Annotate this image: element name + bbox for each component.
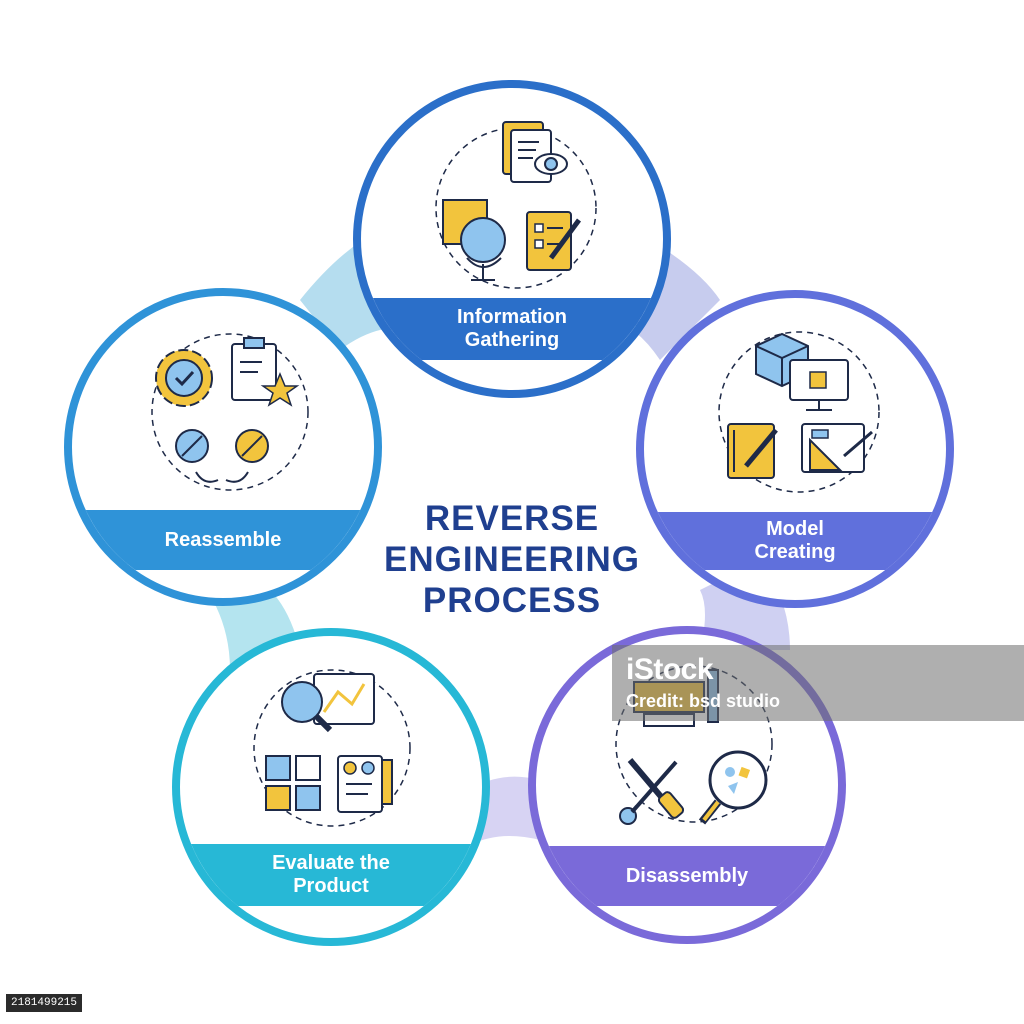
step-label: Gathering — [464, 329, 560, 351]
title-line: ENGINEERING — [383, 540, 641, 579]
search-graph-icon — [281, 673, 375, 733]
watermark: iStock Credit: bsd studio — [612, 645, 1024, 721]
step-circle-information-gathering: Information Gathering — [353, 80, 671, 398]
watermark-logo: iStock — [626, 653, 714, 686]
title-line: PROCESS — [422, 581, 602, 620]
step-circle-model-creating: Model Creating — [636, 290, 954, 608]
diagram-title: REVERSE ENGINEERING PROCESS — [312, 498, 712, 621]
step-label: Model — [766, 518, 824, 540]
step-icon-group — [151, 333, 309, 491]
step-label-band: Evaluate the Product — [180, 844, 482, 906]
step-circle-evaluate-product: Evaluate the Product — [172, 628, 490, 946]
step-label-band: Model Creating — [644, 512, 946, 570]
watermark-credit: Credit: bsd studio — [626, 691, 780, 711]
step-circle-reassemble: Reassemble — [64, 288, 382, 606]
puzzle-globe-icon — [442, 199, 506, 281]
checklist-pen-icon — [526, 211, 582, 271]
swap-cycle-icon — [175, 429, 269, 483]
step-label: Reassemble — [164, 528, 282, 551]
step-label: Creating — [754, 541, 836, 563]
documents-eye-icon — [502, 121, 568, 183]
clipboard-star-icon — [231, 337, 300, 407]
gear-check-icon — [155, 349, 213, 407]
calculator-pen-icon — [337, 755, 393, 813]
stock-id-label: 2181499215 — [6, 994, 83, 1012]
step-label: Product — [293, 875, 369, 897]
cube-monitor-icon — [755, 332, 849, 411]
step-label: Information — [457, 306, 567, 328]
title-line: REVERSE — [424, 499, 600, 538]
step-label: Disassembly — [625, 864, 749, 887]
step-label: Evaluate the — [272, 852, 390, 874]
step-icon-group — [718, 331, 880, 493]
step-label-band: Disassembly — [536, 846, 838, 906]
tools-icon — [619, 758, 685, 825]
step-label-band: Reassemble — [72, 510, 374, 570]
step-label-band: Information Gathering — [361, 298, 663, 360]
drafting-tools-icon — [801, 423, 873, 473]
notebook-pen-icon — [727, 423, 778, 479]
magnifier-fragments-icon — [698, 750, 768, 825]
step-icon-group — [253, 669, 411, 827]
step-icon-group — [435, 121, 597, 289]
grid-arrows-icon — [265, 755, 321, 811]
